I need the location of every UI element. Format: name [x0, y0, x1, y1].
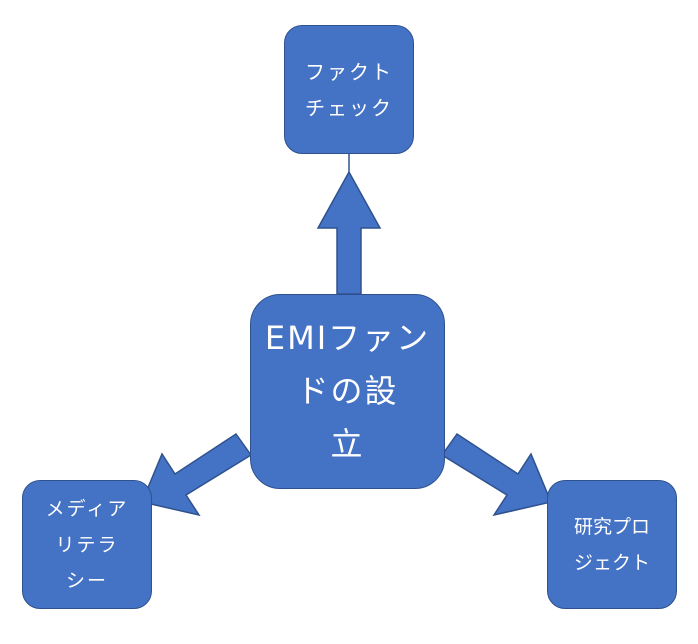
node-fact-check-label: ファクト チェック — [305, 59, 393, 120]
node-media-literacy: メディア リテラ シー — [22, 480, 152, 609]
arrow-down-left — [140, 432, 253, 517]
node-fact-check: ファクト チェック — [284, 25, 414, 154]
node-research-project: 研究プロ ジェクト — [547, 480, 677, 609]
node-emi-fund-label: EMIファン ドの設 立 — [264, 319, 431, 463]
node-emi-fund: EMIファン ドの設 立 — [250, 294, 445, 489]
node-research-project-label: 研究プロ ジェクト — [573, 515, 650, 574]
arrow-up — [316, 170, 382, 295]
node-media-literacy-label: メディア リテラ シー — [45, 497, 129, 592]
arrow-down-right — [440, 432, 553, 517]
